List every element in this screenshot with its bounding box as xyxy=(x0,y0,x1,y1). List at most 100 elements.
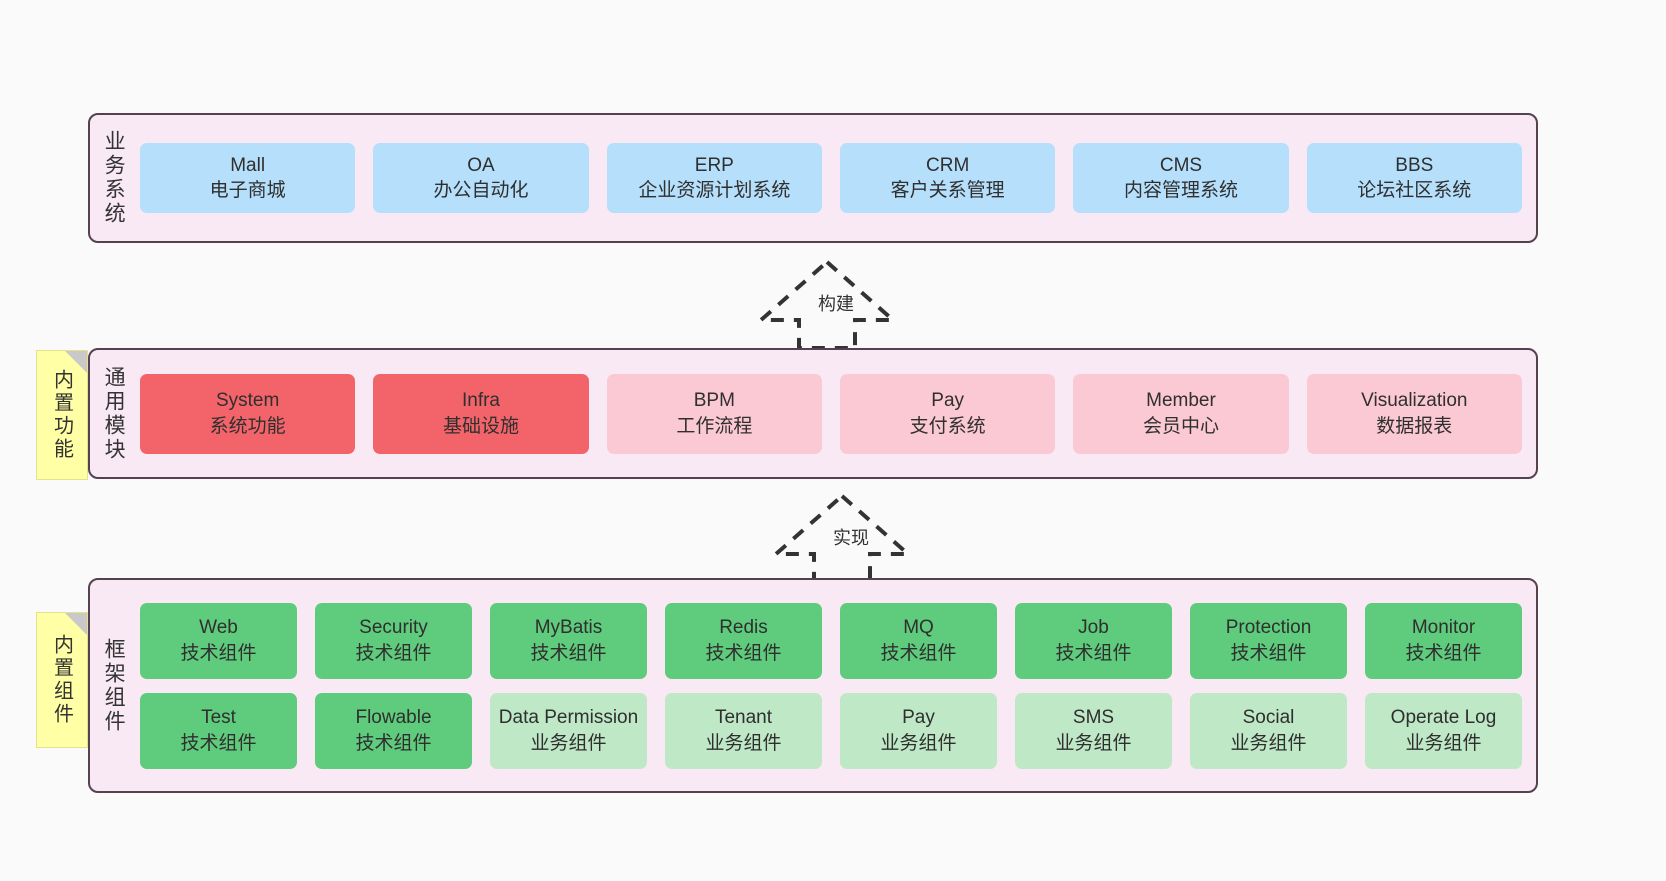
card-pay[interactable]: Pay 支付系统 xyxy=(839,373,1056,454)
card-subtitle: 基础设施 xyxy=(442,415,519,437)
card-subtitle: 办公自动化 xyxy=(433,180,529,201)
card-subtitle: 业务组件 xyxy=(1055,732,1132,754)
card-social[interactable]: Social 业务组件 xyxy=(1190,692,1347,769)
card-operate-log[interactable]: Operate Log 业务组件 xyxy=(1365,692,1522,769)
card-subtitle: 企业资源计划系统 xyxy=(638,180,791,201)
layer-common-modules: 通用模块 System 系统功能 Infra 基础设施 BPM 工作流程 Pay… xyxy=(88,348,1538,479)
card-title: Monitor xyxy=(1411,617,1476,639)
card-title: Test xyxy=(201,707,236,729)
card-tenant[interactable]: Tenant 业务组件 xyxy=(665,692,822,769)
card-job[interactable]: Job 技术组件 xyxy=(1015,602,1172,679)
card-title: OA xyxy=(467,154,495,176)
card-mall[interactable]: Mall 电子商城 xyxy=(140,143,356,213)
card-subtitle: 技术组件 xyxy=(705,642,782,664)
card-security[interactable]: Security 技术组件 xyxy=(315,602,472,679)
card-subtitle: 工作流程 xyxy=(676,415,753,437)
card-row: System 系统功能 Infra 基础设施 BPM 工作流程 Pay 支付系统… xyxy=(140,373,1522,454)
card-system[interactable]: System 系统功能 xyxy=(140,373,356,454)
card-subtitle: 业务组件 xyxy=(880,732,957,754)
card-subtitle: 业务组件 xyxy=(1405,732,1482,754)
card-pay-business[interactable]: Pay 业务组件 xyxy=(840,692,997,769)
layer-body-framework: Web 技术组件 Security 技术组件 MyBatis 技术组件 Redi… xyxy=(136,580,1536,791)
sticky-note-builtin-functions: 内置功能 xyxy=(36,350,88,480)
card-title: Data Permission xyxy=(498,707,639,729)
card-subtitle: 技术组件 xyxy=(355,732,432,754)
card-row: Mall 电子商城 OA 办公自动化 ERP 企业资源计划系统 CRM 客户关系… xyxy=(140,143,1522,213)
card-erp[interactable]: ERP 企业资源计划系统 xyxy=(606,143,822,213)
card-subtitle: 技术组件 xyxy=(1405,642,1482,664)
card-subtitle: 技术组件 xyxy=(180,642,257,664)
card-title: Social xyxy=(1242,707,1295,729)
arrow-implement-label: 实现 xyxy=(833,528,869,548)
card-subtitle: 业务组件 xyxy=(1230,732,1307,754)
card-bpm[interactable]: BPM 工作流程 xyxy=(606,373,822,454)
card-row-technical: Web 技术组件 Security 技术组件 MyBatis 技术组件 Redi… xyxy=(140,602,1522,679)
card-infra[interactable]: Infra 基础设施 xyxy=(373,373,589,454)
card-subtitle: 技术组件 xyxy=(1230,642,1307,664)
card-title: CMS xyxy=(1159,154,1203,176)
card-title: Tenant xyxy=(714,707,773,729)
card-title: Redis xyxy=(719,617,768,639)
layer-title-business: 业务系统 xyxy=(102,130,126,226)
layer-body-modules: System 系统功能 Infra 基础设施 BPM 工作流程 Pay 支付系统… xyxy=(136,350,1536,477)
card-title: Job xyxy=(1078,617,1109,639)
card-title: BBS xyxy=(1395,154,1434,176)
card-bbs[interactable]: BBS 论坛社区系统 xyxy=(1306,143,1522,213)
card-title: Security xyxy=(359,617,428,639)
card-subtitle: 电子商城 xyxy=(209,180,286,201)
card-subtitle: 数据报表 xyxy=(1376,415,1453,437)
layer-body-business: Mall 电子商城 OA 办公自动化 ERP 企业资源计划系统 CRM 客户关系… xyxy=(136,115,1536,241)
layer-framework-components: 框架组件 Web 技术组件 Security 技术组件 MyBatis 技术组件… xyxy=(88,578,1538,793)
card-cms[interactable]: CMS 内容管理系统 xyxy=(1073,143,1289,213)
card-protection[interactable]: Protection 技术组件 xyxy=(1190,602,1347,679)
card-title: Visualization xyxy=(1361,390,1468,412)
card-data-permission[interactable]: Data Permission 业务组件 xyxy=(490,692,647,769)
card-title: SMS xyxy=(1072,707,1115,729)
card-subtitle: 支付系统 xyxy=(909,415,986,437)
card-title: ERP xyxy=(694,154,734,176)
card-subtitle: 技术组件 xyxy=(355,642,432,664)
card-title: Flowable xyxy=(355,707,432,729)
card-mq[interactable]: MQ 技术组件 xyxy=(840,602,997,679)
card-subtitle: 技术组件 xyxy=(1055,642,1132,664)
card-title: Protection xyxy=(1225,617,1312,639)
card-oa[interactable]: OA 办公自动化 xyxy=(373,143,589,213)
card-subtitle: 技术组件 xyxy=(530,642,607,664)
card-monitor[interactable]: Monitor 技术组件 xyxy=(1365,602,1522,679)
sticky-note-builtin-components: 内置组件 xyxy=(36,612,88,748)
card-title: MyBatis xyxy=(534,617,603,639)
card-title: Member xyxy=(1146,390,1216,412)
card-flowable[interactable]: Flowable 技术组件 xyxy=(315,692,472,769)
card-subtitle: 技术组件 xyxy=(880,642,957,664)
card-title: System xyxy=(215,390,280,412)
layer-title-framework: 框架组件 xyxy=(102,637,126,734)
card-subtitle: 客户关系管理 xyxy=(890,180,1005,201)
card-subtitle: 业务组件 xyxy=(530,732,607,754)
card-subtitle: 技术组件 xyxy=(180,732,257,754)
card-subtitle: 系统功能 xyxy=(209,415,286,437)
card-title: Pay xyxy=(931,390,965,412)
layer-title-modules: 通用模块 xyxy=(102,365,126,462)
card-row-business: Test 技术组件 Flowable 技术组件 Data Permission … xyxy=(140,692,1522,769)
card-title: Mall xyxy=(230,154,266,176)
layer-business-systems: 业务系统 Mall 电子商城 OA 办公自动化 ERP 企业资源计划系统 CRM… xyxy=(88,113,1538,243)
card-title: BPM xyxy=(693,390,735,412)
card-crm[interactable]: CRM 客户关系管理 xyxy=(839,143,1056,213)
card-visualization[interactable]: Visualization 数据报表 xyxy=(1306,373,1522,454)
arrow-build-label: 构建 xyxy=(818,294,854,314)
card-title: CRM xyxy=(926,154,970,176)
arrow-implement-icon xyxy=(772,492,912,584)
card-title: MQ xyxy=(903,617,934,639)
card-web[interactable]: Web 技术组件 xyxy=(140,602,297,679)
card-mybatis[interactable]: MyBatis 技术组件 xyxy=(490,602,647,679)
card-subtitle: 会员中心 xyxy=(1142,415,1219,437)
card-test[interactable]: Test 技术组件 xyxy=(140,692,297,769)
card-subtitle: 内容管理系统 xyxy=(1123,180,1238,201)
card-title: Pay xyxy=(902,707,935,729)
card-member[interactable]: Member 会员中心 xyxy=(1073,373,1289,454)
card-sms[interactable]: SMS 业务组件 xyxy=(1015,692,1172,769)
card-title: Operate Log xyxy=(1390,707,1497,729)
card-redis[interactable]: Redis 技术组件 xyxy=(665,602,822,679)
card-title: Infra xyxy=(461,390,500,412)
